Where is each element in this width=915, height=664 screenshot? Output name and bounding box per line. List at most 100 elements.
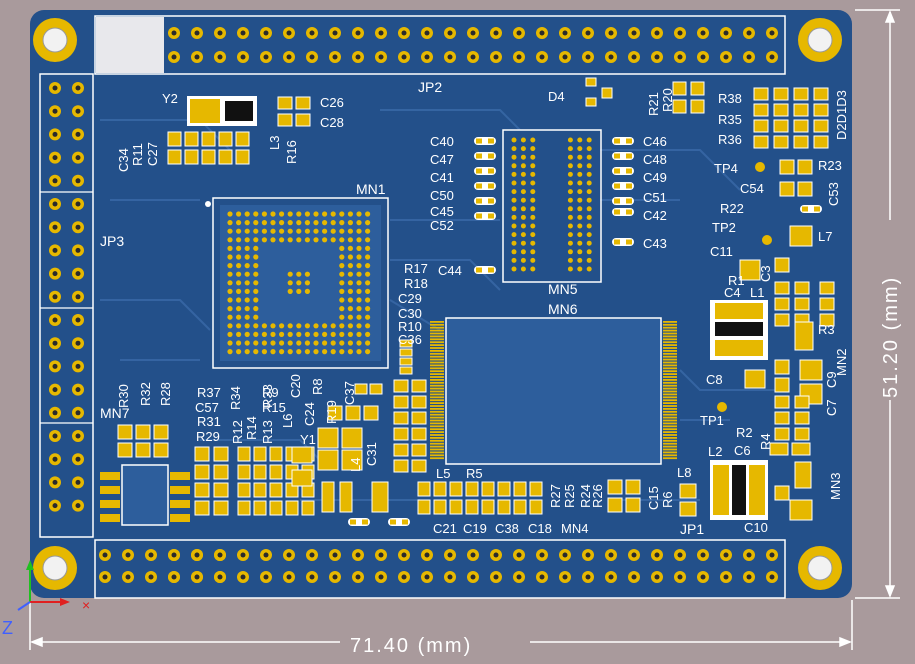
bga-ball <box>347 254 353 260</box>
pin-hole <box>52 340 58 346</box>
tsop-pin <box>430 434 444 436</box>
bga-ball <box>365 263 371 269</box>
component-label-c57: C57 <box>195 400 219 415</box>
smd-pad <box>793 103 809 117</box>
bga-ball <box>287 220 293 226</box>
component-label-c28: C28 <box>320 115 344 130</box>
pin-hole <box>700 574 706 580</box>
bga-ball <box>287 323 293 329</box>
bga-ball <box>577 257 583 263</box>
component-label-c6: C6 <box>734 443 751 458</box>
bga-ball <box>577 163 583 169</box>
component-label-r23: R23 <box>818 158 842 173</box>
smd-pad <box>773 87 789 101</box>
smd-pad <box>433 499 447 515</box>
bga-ball <box>236 280 242 286</box>
tsop-pin <box>663 445 677 448</box>
bga-ball <box>356 288 362 294</box>
tsop-pin <box>430 454 444 457</box>
smd-pad <box>753 135 769 149</box>
bga-ball <box>567 249 573 255</box>
pin-hole <box>516 574 522 580</box>
pin-hole <box>148 574 154 580</box>
bga-ball <box>530 197 536 203</box>
bga-ball <box>253 349 259 355</box>
bga-ball <box>365 280 371 286</box>
bga-ball <box>236 237 242 243</box>
smd-pad <box>679 501 697 517</box>
bga-ball <box>339 314 345 320</box>
smd-pads <box>117 77 835 526</box>
tsop-pin <box>430 355 444 358</box>
smd-pad <box>411 443 427 457</box>
bga-ball <box>227 280 233 286</box>
tsop-pin <box>430 387 444 390</box>
bga-ball <box>339 331 345 337</box>
bga-ball <box>236 254 242 260</box>
bga-ball <box>356 228 362 234</box>
tsop-pin <box>663 416 677 419</box>
smd-pad <box>672 81 687 96</box>
bga-ball <box>520 146 526 152</box>
smd-pad <box>799 359 823 381</box>
smd-pad <box>614 153 620 159</box>
mn6-pins <box>430 321 677 460</box>
tsop-pin <box>430 332 444 335</box>
bga-ball <box>244 331 250 337</box>
component-label-r16: R16 <box>284 140 299 164</box>
bga-ball <box>253 245 259 251</box>
bga-ball <box>347 306 353 312</box>
smd-pad <box>201 131 216 147</box>
pin-hole <box>746 574 752 580</box>
bga-ball <box>567 154 573 160</box>
bga-ball <box>244 254 250 260</box>
smd-pad <box>194 500 210 516</box>
bga-ball <box>296 331 302 337</box>
copper-trace <box>600 149 741 191</box>
bga-ball <box>270 211 276 217</box>
tsop-pin <box>430 437 444 439</box>
pin-hole <box>470 574 476 580</box>
bga-ball <box>330 220 336 226</box>
smd-pad <box>476 213 482 219</box>
bga-ball <box>339 228 345 234</box>
tsop-pin <box>663 332 677 335</box>
smd-pad <box>753 119 769 133</box>
bga-ball <box>356 314 362 320</box>
bga-ball <box>253 314 259 320</box>
component-label-c46: C46 <box>643 134 667 149</box>
bga-ball <box>567 163 573 169</box>
pin-hole <box>240 54 246 60</box>
header-pins <box>49 27 778 583</box>
bga-ball <box>330 340 336 346</box>
smd-pad <box>235 149 250 165</box>
bga-ball <box>567 197 573 203</box>
tsop-pin <box>663 448 677 451</box>
smd-pad <box>291 446 313 464</box>
pin-hole <box>654 54 660 60</box>
bga-ball <box>313 340 319 346</box>
bga-ball <box>339 211 345 217</box>
tsop-pin <box>663 367 677 370</box>
bga-ball <box>236 323 242 329</box>
pin-hole <box>52 224 58 230</box>
component-label-c51: C51 <box>643 190 667 205</box>
bga-ball <box>511 137 517 143</box>
bga-ball <box>253 211 259 217</box>
bga-ball <box>347 340 353 346</box>
bga-ball <box>244 245 250 251</box>
pin-hole <box>493 574 499 580</box>
pin-hole <box>723 574 729 580</box>
bga-ball <box>511 163 517 169</box>
component-label-c19: C19 <box>463 521 487 536</box>
component-label-c24: C24 <box>302 402 317 426</box>
pin-hole <box>75 85 81 91</box>
pin-hole <box>585 552 591 558</box>
component-label-c41: C41 <box>430 170 454 185</box>
bga-ball <box>227 288 233 294</box>
bga-ball <box>356 331 362 337</box>
bga-ball <box>347 323 353 329</box>
bga-ball <box>586 223 592 229</box>
pin-hole <box>75 433 81 439</box>
component-label-c21: C21 <box>433 521 457 536</box>
